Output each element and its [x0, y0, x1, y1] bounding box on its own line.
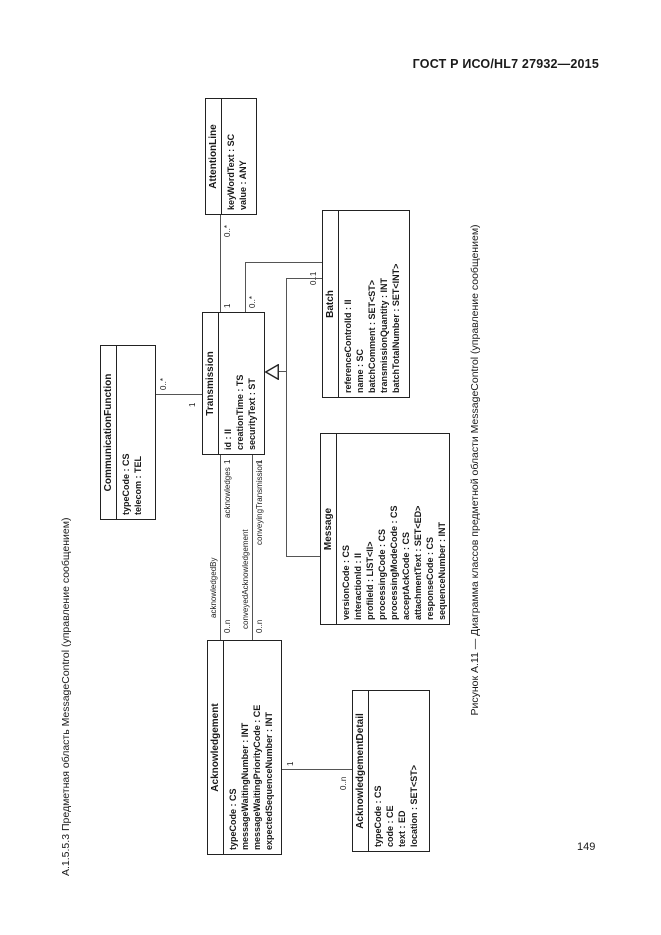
attribute: batchComment : SET<ST> — [367, 279, 377, 393]
association-batch-line-h — [245, 263, 246, 312]
multiplicity-label: 1 — [255, 459, 264, 464]
association-acknowledges-line — [220, 455, 221, 640]
class-title: AttentionLine — [206, 99, 222, 214]
class-attributes: keyWordText : SC value : ANY — [222, 99, 251, 214]
attribute: processingCode : CS — [377, 528, 387, 620]
class-title: Acknowledgement — [208, 641, 224, 854]
attribute: batchTotalNumber : SET<INT> — [391, 263, 401, 393]
attribute: value : ANY — [238, 160, 248, 210]
attribute: name : SC — [355, 348, 365, 393]
attribute: text : ED — [397, 810, 407, 847]
class-title: Batch — [323, 211, 339, 397]
attribute: messageWaitingPriorityCode : CE — [252, 704, 262, 850]
attribute: profileId : LIST<II> — [365, 541, 375, 620]
section-heading: А.1.5.5.3 Предметная область MessageCont… — [60, 517, 72, 876]
attribute: sequenceNumber : INT — [437, 521, 447, 620]
attribute: messageWaitingNumber : INT — [240, 722, 250, 850]
attribute: expectedSequenceNumber : INT — [264, 711, 274, 850]
association-communication-line — [156, 394, 202, 395]
attribute: processingModeCode : CS — [389, 505, 399, 620]
class-message: Message versionCode : CS interactionId :… — [320, 433, 450, 625]
multiplicity-label: 0..* — [159, 377, 168, 390]
generalization-line-h — [286, 279, 287, 557]
attribute: code : CE — [385, 805, 395, 847]
class-acknowledgement-detail: AcknowledgementDetail typeCode : CS code… — [352, 690, 430, 852]
role-label: acknowledgedBy — [209, 557, 218, 618]
role-label: conveyedAcknowledgement — [241, 529, 250, 629]
generalization-line-batch — [286, 278, 322, 279]
class-attributes: referenceControlId : II name : SC batchC… — [339, 211, 404, 397]
multiplicity-label: 1 — [223, 459, 232, 464]
association-detail-line — [282, 769, 352, 770]
attribute: id : II — [223, 429, 233, 450]
generalization-line-message — [286, 556, 320, 557]
attribute: location : SET<ST> — [409, 764, 419, 847]
class-communication-function: CommunicationFunction typeCode : CS tele… — [100, 345, 156, 520]
class-attributes: id : II creationTime : TS securityText :… — [219, 313, 260, 454]
page-number: 149 — [577, 841, 596, 853]
class-attention-line: AttentionLine keyWordText : SC value : A… — [205, 98, 257, 215]
generalization-arrow-icon — [265, 364, 279, 380]
attribute: securityText : ST — [247, 378, 257, 450]
attribute: responseCode : CS — [425, 536, 435, 620]
association-attention-line — [220, 215, 221, 312]
generalization-stub — [279, 371, 286, 372]
class-title: CommunicationFunction — [101, 346, 117, 519]
attribute: creationTime : TS — [235, 374, 245, 450]
multiplicity-label: 0..n — [223, 619, 232, 633]
attribute: interactionId : II — [353, 552, 363, 620]
attribute: typeCode : CS — [228, 788, 238, 850]
class-attributes: typeCode : CS telecom : TEL — [117, 346, 146, 519]
association-conveying-line — [252, 455, 253, 640]
class-attributes: typeCode : CS code : CE text : ED locati… — [369, 691, 422, 851]
class-attributes: typeCode : CS messageWaitingNumber : INT… — [224, 641, 277, 854]
multiplicity-label: 1 — [188, 402, 197, 407]
class-transmission: Transmission id : II creationTime : TS s… — [202, 312, 265, 455]
attribute: versionCode : CS — [341, 544, 351, 620]
attribute: telecom : TEL — [133, 455, 143, 515]
class-acknowledgement: Acknowledgement typeCode : CS messageWai… — [207, 640, 282, 855]
rotated-diagram-area: А.1.5.5.3 Предметная область MessageCont… — [55, 60, 500, 880]
multiplicity-label: 0..n — [339, 776, 348, 790]
class-batch: Batch referenceControlId : II name : SC … — [322, 210, 410, 398]
role-label: acknowledges — [223, 467, 232, 518]
multiplicity-label: 0..* — [223, 224, 232, 237]
multiplicity-label: 0..n — [255, 619, 264, 633]
attribute: referenceControlId : II — [343, 299, 353, 393]
attribute: attachmentText : SET<ED> — [413, 505, 423, 620]
class-title: Message — [321, 434, 337, 624]
attribute: keyWordText : SC — [226, 133, 236, 210]
role-label: conveyingTransmission — [255, 461, 264, 545]
attribute: transmissionQuantity : INT — [379, 277, 389, 393]
multiplicity-label: 1 — [286, 761, 295, 766]
class-title: Transmission — [203, 313, 219, 454]
figure-caption: Рисунок А.11 — Диаграмма классов предмет… — [469, 224, 481, 716]
attribute: typeCode : CS — [373, 785, 383, 847]
association-batch-line-v — [245, 262, 322, 263]
attribute: typeCode : CS — [121, 453, 131, 515]
attribute: acceptAckCode : CS — [401, 531, 411, 620]
class-attributes: versionCode : CS interactionId : II prof… — [337, 434, 450, 624]
multiplicity-label: 1 — [223, 303, 232, 308]
multiplicity-label: 0..* — [248, 295, 257, 308]
document-header: ГОСТ Р ИСО/HL7 27932—2015 — [412, 57, 599, 71]
class-title: AcknowledgementDetail — [353, 691, 369, 851]
